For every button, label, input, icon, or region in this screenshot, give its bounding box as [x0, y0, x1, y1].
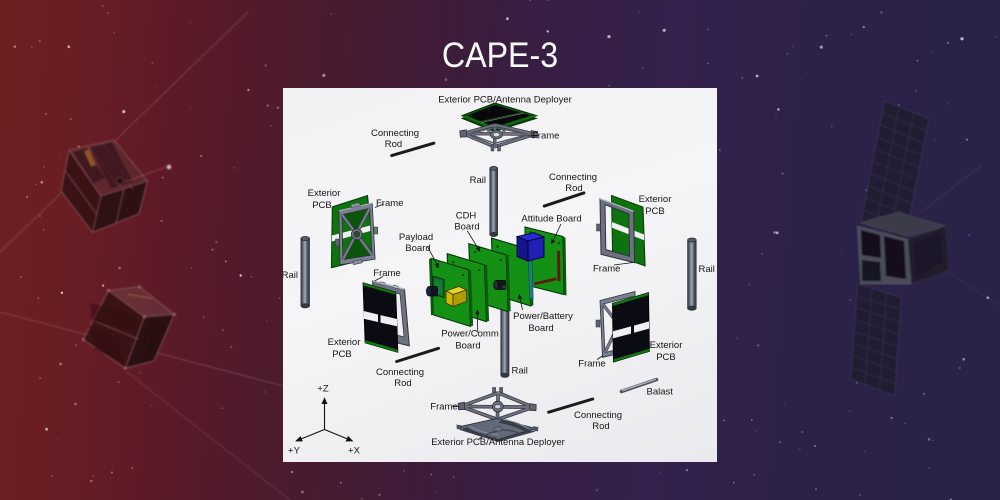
svg-text:Frame: Frame: [373, 268, 400, 279]
svg-text:PCB: PCB: [312, 200, 332, 211]
svg-text:PCB: PCB: [656, 352, 676, 363]
svg-text:Rail: Rail: [699, 264, 715, 275]
svg-text:Connecting: Connecting: [549, 172, 597, 183]
svg-text:Exterior: Exterior: [650, 340, 683, 351]
svg-text:Balast: Balast: [647, 387, 674, 398]
svg-text:Payload: Payload: [399, 232, 433, 243]
svg-text:Rail: Rail: [283, 270, 298, 281]
svg-text:Board: Board: [454, 222, 479, 233]
svg-text:Rod: Rod: [592, 421, 609, 432]
svg-text:Frame: Frame: [532, 131, 559, 142]
svg-text:Rail: Rail: [470, 175, 486, 186]
svg-text:PCB: PCB: [332, 349, 352, 360]
svg-text:+X: +X: [348, 446, 361, 457]
svg-text:Frame: Frame: [593, 264, 620, 275]
svg-text:Frame: Frame: [376, 198, 403, 209]
svg-text:Exterior: Exterior: [328, 337, 361, 348]
svg-text:Board: Board: [405, 243, 430, 254]
svg-text:Rail: Rail: [512, 366, 528, 377]
svg-text:Exterior: Exterior: [639, 194, 672, 205]
svg-text:Connecting: Connecting: [376, 367, 424, 378]
svg-text:PCB: PCB: [645, 206, 665, 217]
svg-text:Exterior: Exterior: [308, 188, 341, 199]
svg-text:+Y: +Y: [288, 446, 301, 457]
svg-text:+Z: +Z: [317, 384, 329, 395]
svg-text:Rod: Rod: [385, 139, 402, 150]
svg-text:Power/Comm: Power/Comm: [441, 329, 499, 340]
svg-text:Rod: Rod: [565, 183, 582, 194]
svg-text:Board: Board: [528, 323, 553, 334]
svg-text:Frame: Frame: [578, 359, 605, 370]
svg-text:Board: Board: [455, 341, 480, 352]
svg-text:Frame: Frame: [430, 402, 457, 413]
svg-text:Connecting: Connecting: [371, 128, 419, 139]
svg-text:CDH: CDH: [456, 211, 477, 222]
svg-text:Rod: Rod: [394, 378, 411, 389]
svg-text:Connecting: Connecting: [574, 410, 622, 421]
svg-text:Power/Battery: Power/Battery: [513, 311, 573, 322]
svg-text:Exterior PCB/Antenna Deployer: Exterior PCB/Antenna Deployer: [438, 95, 572, 106]
svg-text:Attitude Board: Attitude Board: [521, 214, 581, 225]
svg-text:Exterior PCB/Antenna Deployer: Exterior PCB/Antenna Deployer: [431, 437, 565, 448]
